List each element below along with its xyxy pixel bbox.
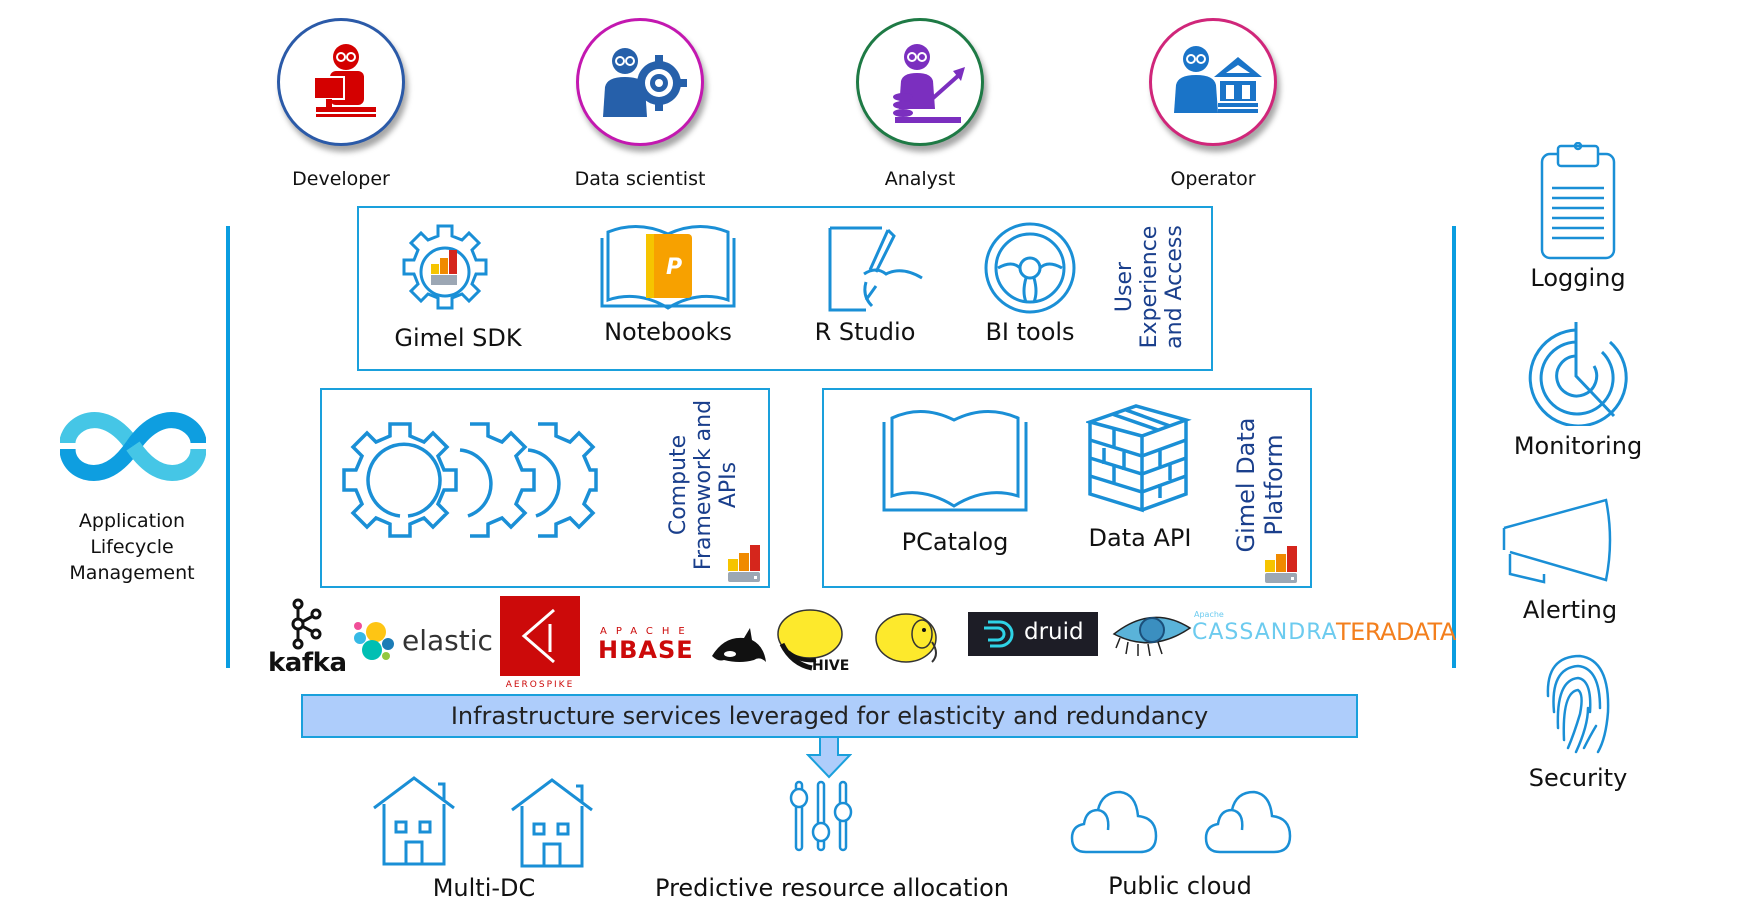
right-label-alerting: Alerting bbox=[1522, 596, 1618, 624]
kafka-text: kafka bbox=[268, 648, 347, 678]
gears-icon bbox=[342, 422, 598, 538]
title-line: Compute bbox=[666, 434, 691, 536]
svg-text:P: P bbox=[666, 255, 682, 280]
title-line: Platform bbox=[1260, 434, 1288, 536]
sliders-icon bbox=[789, 780, 853, 852]
compute-framework-box bbox=[320, 388, 770, 588]
title-line: User bbox=[1112, 261, 1137, 313]
title-line: and Access bbox=[1162, 225, 1187, 349]
elastic-icon bbox=[354, 622, 394, 660]
hbase-apache-text: APACHE bbox=[600, 626, 694, 637]
orca-icon bbox=[712, 628, 766, 662]
tool-label-r-studio: R Studio bbox=[814, 318, 916, 346]
druid-icon bbox=[984, 620, 1014, 648]
infrastructure-banner: Infrastructure services leveraged for el… bbox=[301, 694, 1358, 738]
hbase-text: HBASE bbox=[598, 636, 694, 664]
title-line: Gimel Data bbox=[1232, 417, 1260, 553]
operator-icon bbox=[1174, 46, 1262, 113]
radar-icon bbox=[1528, 322, 1628, 426]
cassandra-apache-text: Apache bbox=[1194, 610, 1224, 619]
data-label-data-api: Data API bbox=[1088, 524, 1192, 552]
cloud-icon bbox=[1204, 790, 1292, 854]
aerospike-icon bbox=[521, 608, 555, 664]
analyst-icon bbox=[893, 44, 965, 123]
label-line: Management bbox=[69, 562, 195, 584]
open-book-icon bbox=[882, 409, 1028, 512]
down-arrow-icon bbox=[806, 737, 852, 779]
cloud-icon bbox=[1070, 790, 1158, 854]
gear-chart-icon bbox=[402, 224, 488, 310]
right-label-security: Security bbox=[1528, 764, 1628, 792]
druid-logo: druid bbox=[968, 612, 1098, 656]
clipboard-icon bbox=[1540, 142, 1616, 260]
developer-icon bbox=[313, 44, 376, 117]
gimel-data-platform-title: Gimel Data Platform bbox=[1232, 410, 1288, 560]
persona-label-operator: Operator bbox=[1170, 168, 1256, 190]
app-lifecycle-label: Application Lifecycle Management bbox=[52, 508, 212, 586]
house-icon bbox=[373, 776, 455, 866]
writing-hand-icon bbox=[828, 226, 923, 312]
cassandra-text: CASSANDRA bbox=[1192, 620, 1338, 645]
gimel-logo-icon bbox=[1265, 546, 1297, 583]
tool-label-bi-tools: BI tools bbox=[985, 318, 1075, 346]
persona-label-analyst: Analyst bbox=[884, 168, 956, 190]
aerospike-mark bbox=[500, 596, 580, 676]
aerospike-text: AEROSPIKE bbox=[505, 680, 575, 690]
hive-logo: HIVE bbox=[772, 604, 852, 676]
persona-operator bbox=[1149, 18, 1277, 146]
label-line: Lifecycle bbox=[90, 536, 174, 558]
data-scientist-icon bbox=[603, 48, 687, 117]
cassandra-logo: Apache CASSANDRA bbox=[1112, 608, 1337, 658]
persona-analyst bbox=[856, 18, 984, 146]
left-divider bbox=[226, 226, 230, 668]
user-experience-title: User Experience and Access bbox=[1112, 222, 1187, 352]
data-label-pcatalog: PCatalog bbox=[901, 528, 1009, 556]
house-icon bbox=[511, 778, 593, 868]
hadoop-elephant-icon bbox=[875, 613, 937, 663]
label-line: Application bbox=[78, 510, 186, 532]
hive-icon bbox=[777, 609, 843, 671]
right-divider bbox=[1452, 226, 1456, 668]
elastic-logo: elastic bbox=[352, 620, 493, 666]
title-line: Experience bbox=[1137, 225, 1162, 349]
right-label-logging: Logging bbox=[1530, 264, 1626, 292]
right-label-monitoring: Monitoring bbox=[1513, 432, 1643, 460]
notebook-icon: P bbox=[600, 225, 736, 310]
bottom-label-multi-dc: Multi-DC bbox=[432, 874, 536, 902]
tool-label-notebooks: Notebooks bbox=[604, 318, 732, 346]
kafka-icon bbox=[291, 598, 322, 650]
hbase-logo: APACHE HBASE bbox=[598, 626, 770, 672]
persona-label-data-scientist: Data scientist bbox=[574, 168, 706, 190]
bottom-label-public-cloud: Public cloud bbox=[1108, 872, 1252, 900]
bottom-label-predictive: Predictive resource allocation bbox=[655, 874, 1009, 902]
druid-text: druid bbox=[1024, 619, 1084, 645]
kafka-logo: kafka bbox=[266, 598, 347, 678]
aerospike-logo: AEROSPIKE bbox=[500, 596, 580, 696]
title-line: Framework and bbox=[691, 399, 716, 571]
steering-wheel-icon bbox=[984, 222, 1076, 314]
elastic-text: elastic bbox=[402, 624, 493, 657]
tool-label-gimel-sdk: Gimel SDK bbox=[394, 324, 522, 352]
persona-label-developer: Developer bbox=[292, 168, 390, 190]
gimel-logo-icon bbox=[728, 545, 760, 582]
infinity-icon bbox=[60, 412, 206, 481]
fingerprint-icon bbox=[1546, 654, 1610, 754]
cassandra-eye-icon bbox=[1112, 616, 1192, 656]
brick-stack-icon bbox=[1086, 404, 1192, 513]
teradata-logo: TERADATA bbox=[1336, 618, 1456, 646]
hive-text: HIVE bbox=[812, 658, 850, 674]
hadoop-logo bbox=[866, 608, 942, 670]
persona-developer bbox=[277, 18, 405, 146]
megaphone-icon bbox=[1502, 498, 1612, 584]
persona-data-scientist bbox=[576, 18, 704, 146]
gimel-data-platform-box bbox=[822, 388, 1312, 588]
